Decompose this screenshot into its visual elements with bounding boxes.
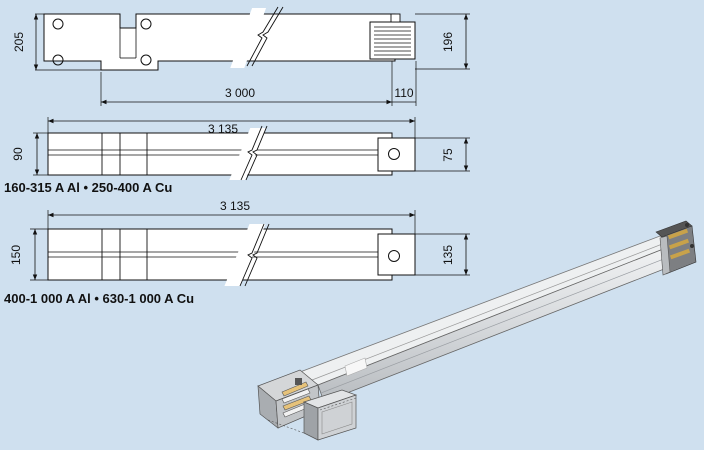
dimension-length: 3 135 [220, 199, 250, 213]
joint-fins [374, 26, 411, 56]
end-flange [377, 137, 416, 172]
busbar-3d-illustration [257, 220, 697, 441]
break-line [251, 6, 284, 67]
dimension-height-left: 205 [12, 32, 26, 52]
caption-large-range: 400-1 000 A Al • 630-1 000 A Cu [4, 291, 195, 306]
break-line [239, 223, 265, 287]
bolt-hole [388, 250, 400, 262]
dimension-end-length: 110 [394, 86, 413, 100]
side-view-small-drawing: 3 135 90 75 [11, 117, 470, 181]
cover-plate [267, 389, 358, 441]
dimension-height-right: 75 [441, 148, 455, 162]
dimension-height-left: 150 [9, 245, 23, 265]
bolt-hole [140, 54, 152, 66]
bolt-hole [140, 18, 152, 30]
break-line [246, 6, 279, 67]
near-joint [257, 369, 321, 429]
top-view-drawing: 205 196 3 000 110 [12, 6, 470, 106]
bolt-hole [52, 18, 64, 30]
dimension-height-left: 90 [11, 147, 25, 161]
bolt-hole [52, 54, 64, 66]
top-view-body [43, 13, 396, 71]
dimension-height-right: 196 [441, 32, 455, 52]
far-joint [655, 220, 697, 276]
dimension-length: 3 135 [208, 122, 238, 136]
side-view-body [47, 132, 393, 176]
side-view-body [47, 228, 393, 281]
caption-small-range: 160-315 A Al • 250-400 A Cu [4, 180, 173, 195]
side-view-large-drawing: 3 135 150 135 [9, 199, 470, 287]
break-line [244, 223, 270, 287]
end-flange [377, 233, 416, 276]
break-line [240, 125, 263, 181]
joint-block [369, 21, 416, 60]
dimension-height-right: 135 [441, 245, 455, 265]
bolt-hole [388, 148, 400, 160]
break-line [245, 125, 268, 181]
dimension-length: 3 000 [225, 86, 255, 100]
